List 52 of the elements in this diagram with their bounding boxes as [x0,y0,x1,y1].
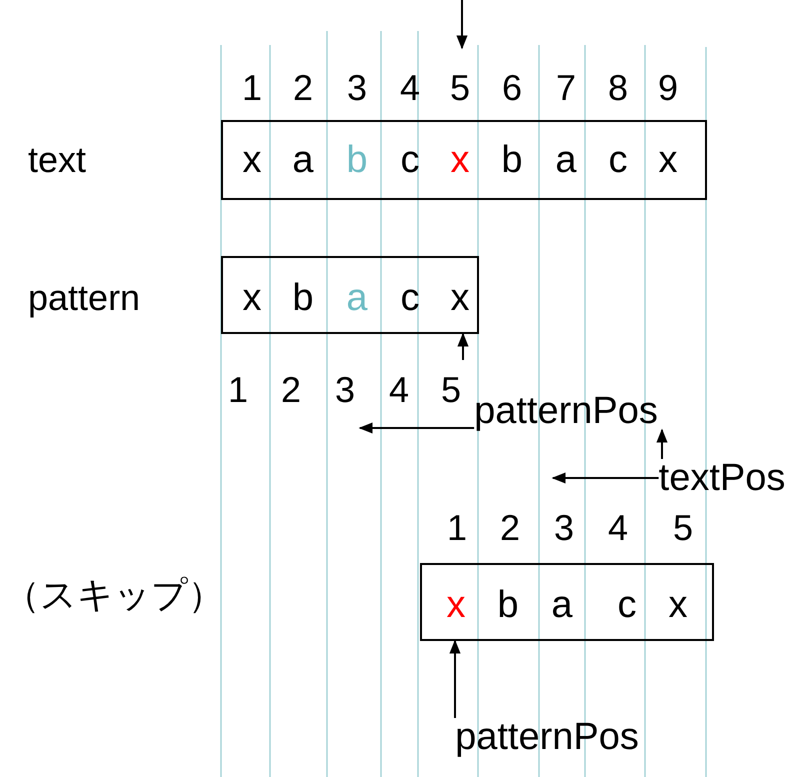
character: x [668,586,688,624]
index-number: 2 [500,510,520,546]
index-number: 4 [608,510,628,546]
character-row-box [420,563,714,641]
index-number: 2 [292,70,314,106]
index-number: 3 [346,70,368,106]
row-label: pattern [28,280,140,316]
character: a [551,586,573,624]
index-number: 1 [446,510,468,546]
arrow [457,332,469,360]
character: x [450,141,470,179]
character-row-box [221,256,479,334]
pointer-label: patternPos [455,718,639,756]
character: b [497,586,519,624]
pointer-label: textPos [658,459,786,497]
row-label: text [28,142,86,178]
index-number: 4 [388,372,410,408]
arrow [656,428,668,459]
index-number: 5 [440,372,462,408]
arrow [449,640,461,718]
character: a [292,141,314,179]
character: x [242,279,262,317]
character: x [450,279,470,317]
index-number: 7 [556,70,576,106]
arrow [358,422,474,434]
character: x [242,141,262,179]
index-number: 8 [608,70,628,106]
character: c [608,141,628,179]
index-number: 1 [228,372,248,408]
character: c [400,141,420,179]
arrow [456,0,468,50]
index-number: 3 [554,510,574,546]
pointer-label: patternPos [474,392,658,430]
index-number: 1 [242,70,262,106]
index-number: 3 [334,372,356,408]
character: b [501,141,523,179]
index-number: 6 [502,70,522,106]
arrow [552,472,659,484]
index-number: 5 [672,510,694,546]
character: b [292,279,314,317]
character: x [446,586,466,624]
character: c [400,279,420,317]
index-number: 4 [400,70,420,106]
index-number: 2 [280,372,302,408]
character: b [346,141,368,179]
character: a [346,279,368,317]
index-number: 5 [450,70,470,106]
character: x [658,141,678,179]
character: a [555,141,577,179]
row-label: （スキップ） [4,577,224,613]
index-number: 9 [658,70,678,106]
character: c [618,586,636,624]
